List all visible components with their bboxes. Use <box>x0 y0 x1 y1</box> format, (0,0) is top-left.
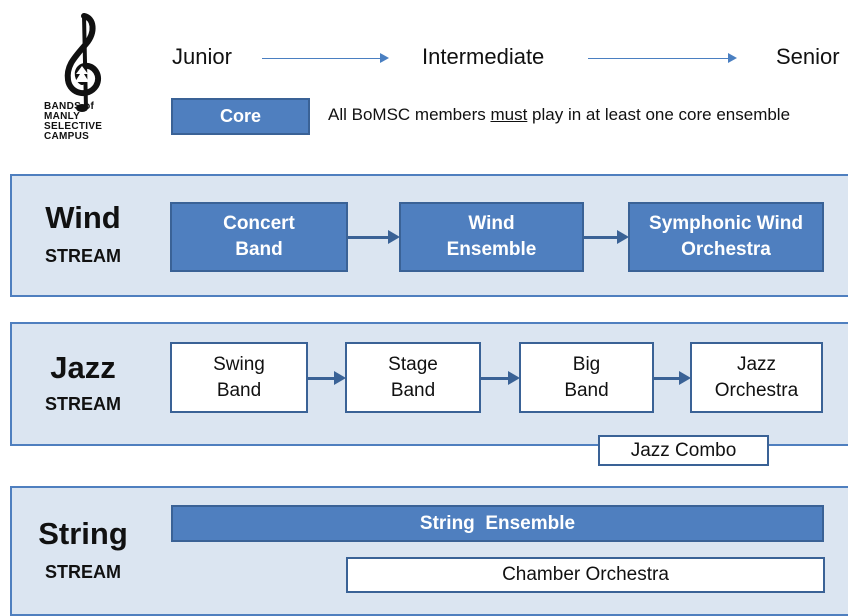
jazz-connector-1 <box>308 377 334 380</box>
core-note: All BoMSC members must play in at least … <box>328 105 790 125</box>
arrow-head-icon <box>388 230 400 244</box>
core-note-before: All BoMSC members <box>328 105 491 124</box>
arrow-head-icon <box>728 53 737 63</box>
jazz-stream-word: STREAM <box>45 394 121 414</box>
symphonic-line1: Symphonic Wind <box>649 213 803 235</box>
big-band-line2: Band <box>564 379 609 401</box>
symphonic-line2: Orchestra <box>681 239 771 260</box>
concert-band-line2: Band <box>235 239 283 260</box>
wind-ensemble-line1: Wind <box>468 213 515 235</box>
core-legend-key: Core <box>171 98 310 135</box>
arrow-head-icon <box>617 230 629 244</box>
string-stream-word: STREAM <box>45 562 121 582</box>
swing-band-line2: Band <box>216 379 262 401</box>
treble-clef-tree-icon <box>64 13 102 112</box>
wind-ensemble-line2: Ensemble <box>446 239 537 260</box>
stage-band-line2: Band <box>390 379 436 401</box>
logo-line-1: BANDS of <box>44 101 95 112</box>
arrow-head-icon <box>508 371 520 385</box>
core-note-emphasis: must <box>490 105 528 124</box>
swing-band-line1: Swing <box>213 353 265 375</box>
progression-arrow-2 <box>588 58 728 59</box>
chamber-orchestra-box: Chamber Orchestra <box>346 557 825 593</box>
logo-line-3: SELECTIVE <box>44 121 103 132</box>
wind-stream-name: Wind <box>45 200 121 235</box>
wind-connector-2 <box>584 236 617 239</box>
progression-arrow-1 <box>262 58 380 59</box>
arrow-head-icon <box>679 371 691 385</box>
intermediate-label: Intermediate <box>422 44 545 69</box>
jazz-stream-name: Jazz <box>50 350 116 385</box>
jazz-connector-3 <box>654 377 679 380</box>
jazz-connector-2 <box>481 377 508 380</box>
big-band-line1: Big <box>572 353 601 375</box>
jazz-orchestra-line2: Orchestra <box>714 379 799 401</box>
core-note-after: play in at least one core ensemble <box>527 105 791 124</box>
senior-label: Senior <box>776 44 840 69</box>
wind-stream-word: STREAM <box>45 246 121 266</box>
string-ensemble-box: String Ensemble <box>171 505 824 542</box>
concert-band-line1: Concert <box>223 213 295 235</box>
jazz-combo-box: Jazz Combo <box>598 435 769 466</box>
logo: BANDS of MANLY SELECTIVE CAMPUS <box>44 12 124 152</box>
wind-connector-1 <box>348 236 388 239</box>
string-stream-name: String <box>38 516 128 551</box>
arrow-head-icon <box>334 371 346 385</box>
logo-line-4: CAMPUS <box>44 131 90 142</box>
jazz-orchestra-line1: Jazz <box>736 353 777 375</box>
logo-line-2: MANLY <box>44 111 81 122</box>
stage-band-line1: Stage <box>388 353 438 375</box>
junior-label: Junior <box>172 44 232 69</box>
arrow-head-icon <box>380 53 389 63</box>
